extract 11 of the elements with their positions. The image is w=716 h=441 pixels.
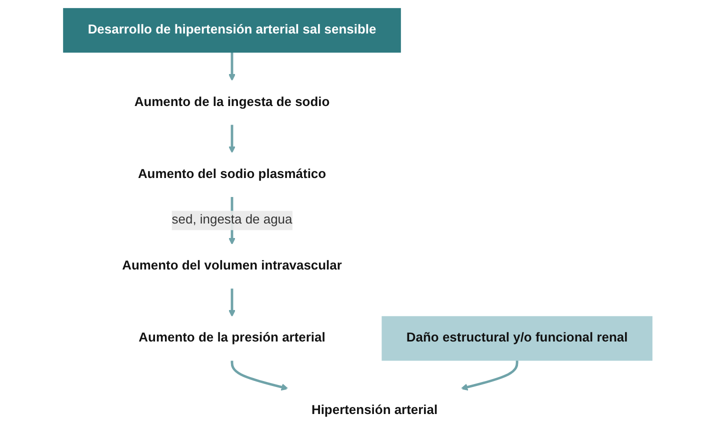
node-text: Aumento del volumen intravascular	[122, 259, 342, 273]
node-text: Aumento de la presión arterial	[138, 331, 326, 345]
node-box: Daño estructural y/o funcional renal	[382, 316, 653, 361]
node-box: Desarrollo de hipertensión arterial sal sensible	[63, 8, 402, 53]
arrow	[228, 288, 236, 317]
edge-label: sed, ingesta de agua	[172, 213, 292, 227]
node-text: Hipertensión arterial	[312, 403, 438, 418]
arrow	[228, 52, 236, 81]
arrow	[228, 124, 236, 154]
node-text: Aumento de la ingesta de sodio	[134, 95, 330, 110]
node-text: Aumento del sodio plasmático	[138, 167, 326, 182]
